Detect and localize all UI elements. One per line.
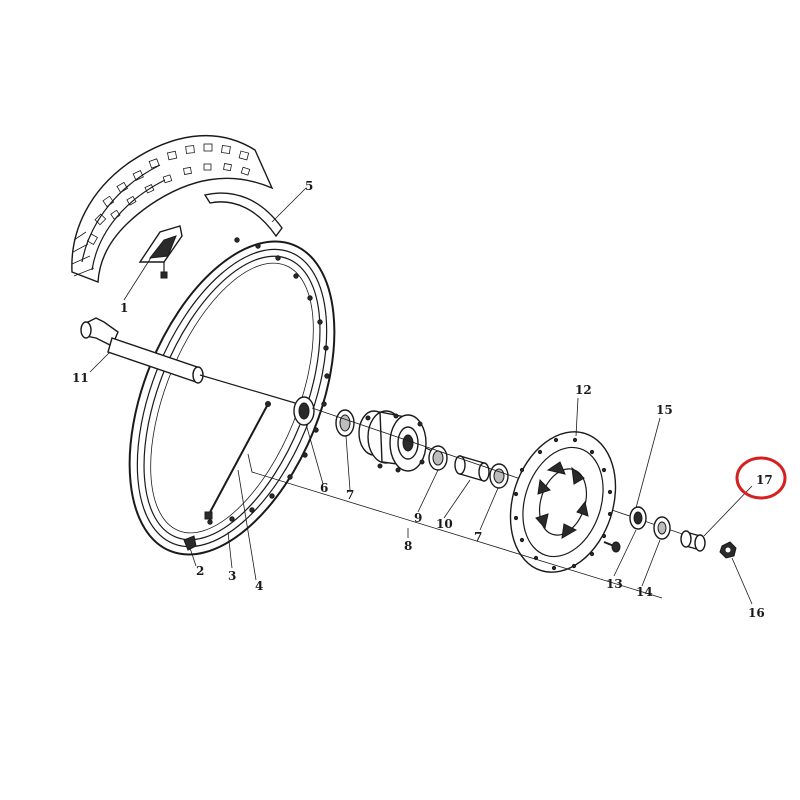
callout-5: 5	[305, 179, 313, 193]
brake-disc	[509, 431, 617, 573]
callout-14: 14	[636, 585, 653, 599]
callout-9: 9	[414, 511, 422, 525]
spoke	[204, 401, 271, 520]
highlight-circle	[735, 456, 787, 500]
bearing-right	[489, 463, 509, 489]
axle-nut	[719, 541, 737, 559]
callout-17: 17	[756, 473, 773, 487]
rim-tape	[203, 192, 283, 238]
callout-2: 2	[196, 564, 204, 578]
callout-7-right: 7	[474, 530, 482, 544]
callout-15: 15	[656, 403, 673, 417]
callout-1: 1	[120, 301, 128, 315]
callout-7-left: 7	[346, 488, 354, 502]
hub	[358, 410, 435, 473]
rim-spoke-holes	[207, 237, 330, 525]
callout-8: 8	[404, 539, 412, 553]
callout-3: 3	[228, 569, 236, 583]
axle	[80, 317, 313, 409]
seal-left	[293, 396, 315, 426]
rim	[128, 237, 336, 556]
disc-bolt	[603, 541, 621, 553]
seal-right	[629, 506, 647, 530]
leader-lines	[89, 187, 753, 605]
tire	[71, 134, 274, 283]
callout-16: 16	[748, 606, 765, 620]
callout-12: 12	[575, 383, 592, 397]
bearing-left	[335, 409, 355, 437]
callout-6: 6	[320, 481, 328, 495]
spacer	[454, 455, 490, 482]
rim-lock	[138, 225, 183, 279]
bearing-middle	[428, 445, 448, 471]
callout-13: 13	[606, 577, 623, 591]
callout-4: 4	[255, 579, 263, 593]
spacer-right	[653, 516, 671, 540]
bushing	[680, 530, 706, 552]
callout-11: 11	[72, 371, 89, 385]
spoke-nipple	[183, 535, 197, 551]
callout-numbers: 1 2 3 4 5 6 7 7 8 9 10 11 12 13 14 15 16…	[72, 179, 773, 620]
callout-10: 10	[436, 517, 453, 531]
